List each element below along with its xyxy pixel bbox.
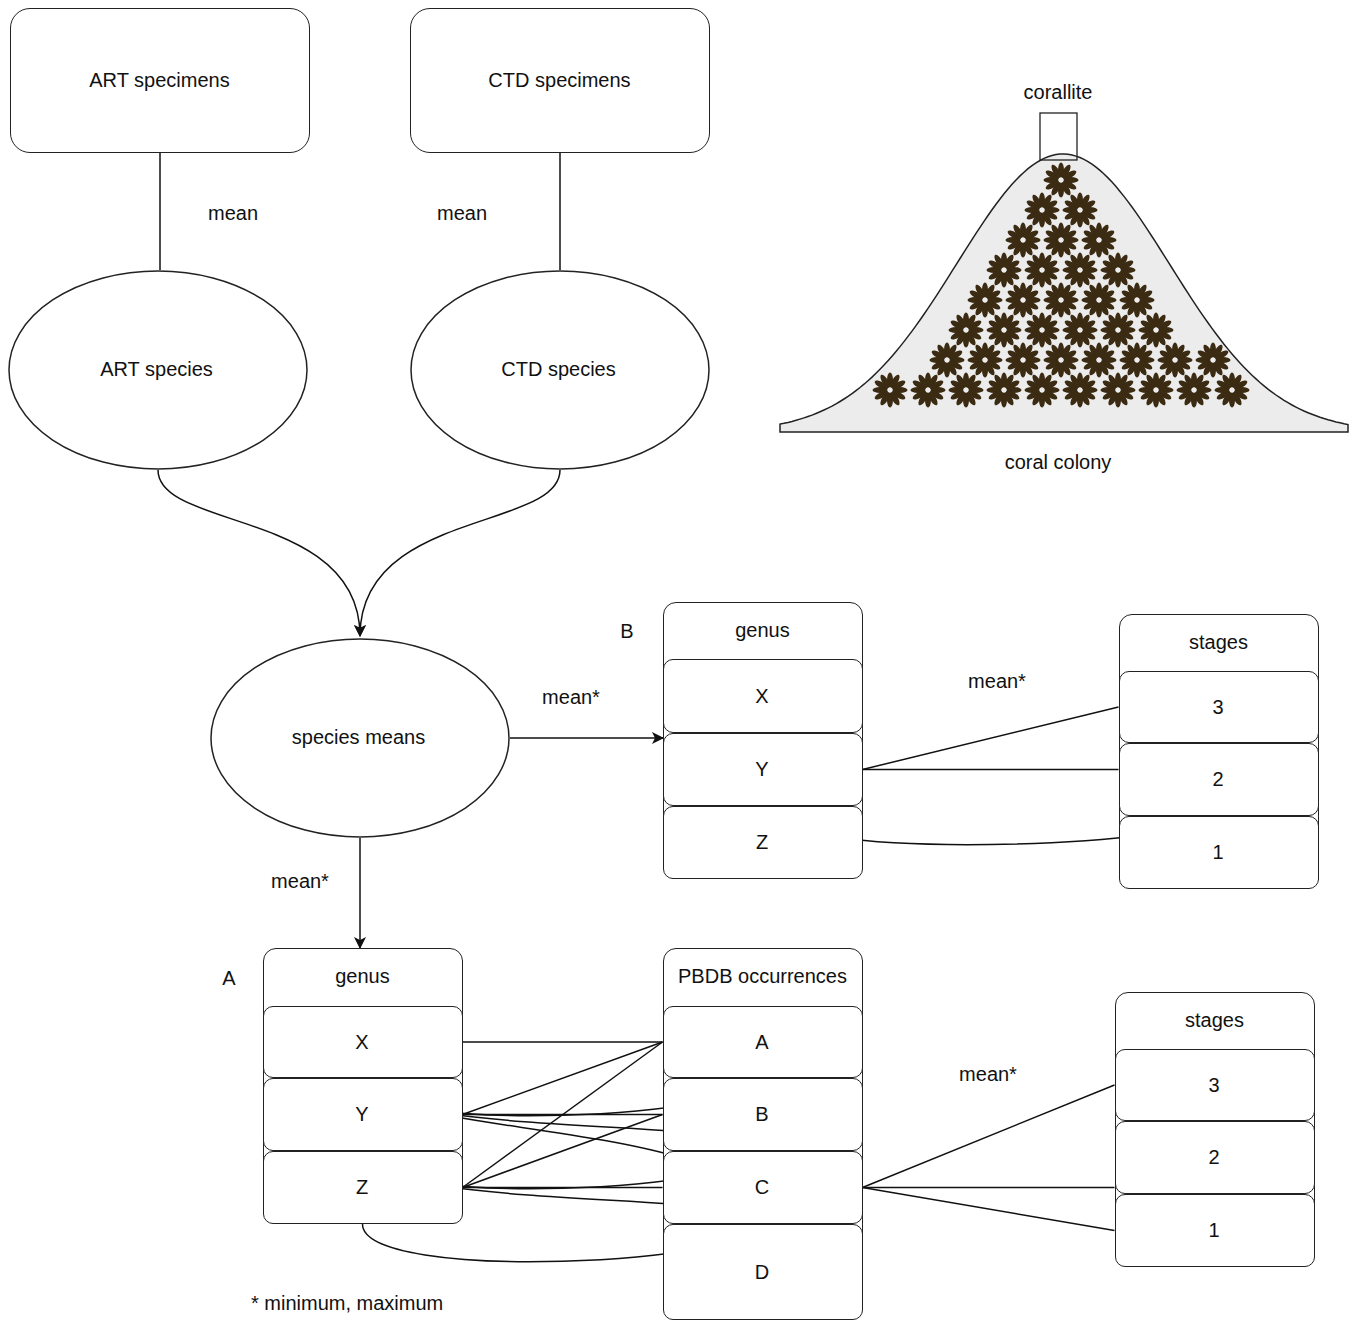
table-row: C bbox=[663, 1151, 863, 1224]
table-header: stages bbox=[1189, 630, 1248, 654]
connector-arrow bbox=[359, 838, 361, 948]
table-row: A bbox=[663, 1006, 863, 1078]
node-label: CTD specimens bbox=[488, 68, 630, 92]
illustration-label: coral colony bbox=[1002, 450, 1115, 474]
connector-line bbox=[159, 153, 161, 270]
node-label: Y bbox=[355, 1102, 368, 1126]
connector-line bbox=[463, 1187, 663, 1189]
connector-line bbox=[559, 153, 561, 270]
connector-line bbox=[863, 1188, 1115, 1231]
edge-label: mean bbox=[205, 201, 261, 225]
process-ellipse: species means bbox=[210, 638, 510, 838]
node-label: species means bbox=[292, 725, 425, 749]
process-ellipse: CTD species bbox=[410, 270, 710, 470]
connector-line bbox=[463, 1042, 663, 1188]
table-row: Y bbox=[263, 1078, 463, 1151]
node-label: 1 bbox=[1208, 1218, 1219, 1242]
connector-line bbox=[863, 1187, 1115, 1189]
node-label: B bbox=[755, 1102, 768, 1126]
table-row: B bbox=[663, 1078, 863, 1151]
table-row: 3 bbox=[1119, 671, 1319, 743]
table-header: stages bbox=[1185, 1008, 1244, 1032]
edge-label: mean* bbox=[268, 869, 332, 893]
edge-label: mean* bbox=[965, 669, 1029, 693]
table-box: genusX Y Z bbox=[263, 948, 463, 1223]
connector-line bbox=[863, 1085, 1115, 1188]
process-ellipse: ART species bbox=[8, 270, 308, 470]
node-label: X bbox=[755, 684, 768, 708]
node-label: 1 bbox=[1212, 840, 1223, 864]
node-label: Z bbox=[356, 1175, 368, 1199]
table-row: 1 bbox=[1115, 1194, 1315, 1267]
node-label: 2 bbox=[1208, 1145, 1219, 1169]
connector-arrow bbox=[510, 737, 663, 739]
panel-letter: B bbox=[617, 619, 636, 643]
connector-line bbox=[463, 1115, 663, 1188]
table-box: PBDB occurrencesA B C D bbox=[663, 948, 863, 1319]
connector-line bbox=[463, 1041, 663, 1043]
table-row: 2 bbox=[1115, 1121, 1315, 1194]
table-row: X bbox=[663, 659, 863, 733]
connector-arrow bbox=[158, 470, 360, 636]
colony-outline bbox=[780, 154, 1348, 432]
process-box: ART specimens bbox=[10, 8, 310, 153]
process-box: CTD specimens bbox=[410, 8, 710, 153]
table-row: Z bbox=[263, 1151, 463, 1224]
node-label: 3 bbox=[1208, 1073, 1219, 1097]
node-label: 3 bbox=[1212, 695, 1223, 719]
table-row: 1 bbox=[1119, 816, 1319, 889]
node-label: Y bbox=[755, 757, 768, 781]
node-label: ART specimens bbox=[89, 68, 229, 92]
table-header: PBDB occurrences bbox=[678, 964, 847, 988]
node-label: A bbox=[755, 1030, 768, 1054]
corallite-bracket bbox=[1040, 113, 1077, 160]
table-row: 2 bbox=[1119, 743, 1319, 816]
table-box: stages 3 2 1 bbox=[1119, 614, 1319, 888]
table-row: Z bbox=[663, 806, 863, 879]
node-label: D bbox=[755, 1260, 769, 1284]
panel-letter: A bbox=[219, 966, 238, 990]
table-row: Y bbox=[663, 733, 863, 806]
table-header: genus bbox=[735, 618, 790, 642]
edge-label: mean* bbox=[539, 685, 603, 709]
node-label: X bbox=[355, 1030, 368, 1054]
connector-line bbox=[463, 1042, 663, 1115]
connector-line bbox=[863, 707, 1119, 770]
table-row: X bbox=[263, 1006, 463, 1078]
annotation-label: corallite bbox=[1021, 80, 1096, 104]
node-label: 2 bbox=[1212, 767, 1223, 791]
edge-label: mean* bbox=[956, 1062, 1020, 1086]
connector-arrow bbox=[360, 470, 560, 636]
table-header: genus bbox=[335, 964, 390, 988]
node-label: Z bbox=[756, 830, 768, 854]
node-label: CTD species bbox=[501, 357, 615, 381]
footnote: * minimum, maximum bbox=[248, 1291, 446, 1315]
node-label: ART species bbox=[100, 357, 213, 381]
edge-label: mean bbox=[434, 201, 490, 225]
node-label: C bbox=[755, 1175, 769, 1199]
table-box: stages 3 2 1 bbox=[1115, 992, 1315, 1266]
table-row: D bbox=[663, 1224, 863, 1320]
connector-line bbox=[863, 769, 1119, 771]
table-box: genusX Y Z bbox=[663, 602, 863, 878]
table-row: 3 bbox=[1115, 1049, 1315, 1121]
